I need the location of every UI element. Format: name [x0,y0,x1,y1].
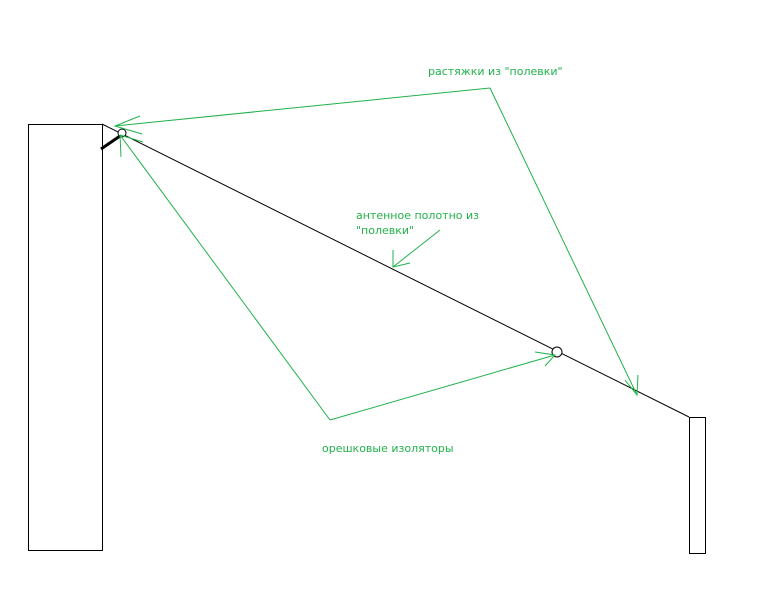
insulator-arrow-middle [329,354,556,421]
antenna-label-line2: "полевки" [356,224,415,237]
antenna-wire [101,123,690,418]
right-mast [689,417,706,554]
insulators-label: орешковые изоляторы [322,442,454,455]
arrowhead [392,250,411,268]
guy-arrow-right [489,87,638,396]
guy-arrow-left [114,87,491,127]
left-mast [28,124,103,551]
annotation-arrows [113,87,639,421]
antenna-label-line1: антенное полотно из [356,209,479,222]
guys-label: растяжки из "полевки" [428,65,563,78]
arrowhead [624,374,639,397]
mount-bracket [100,134,121,151]
arrowhead [113,115,143,135]
antenna-arrow [392,229,441,268]
arrowhead [534,351,556,367]
arrowhead [119,134,122,158]
insulator-arrow-top [119,134,331,421]
arrowhead [119,134,144,143]
